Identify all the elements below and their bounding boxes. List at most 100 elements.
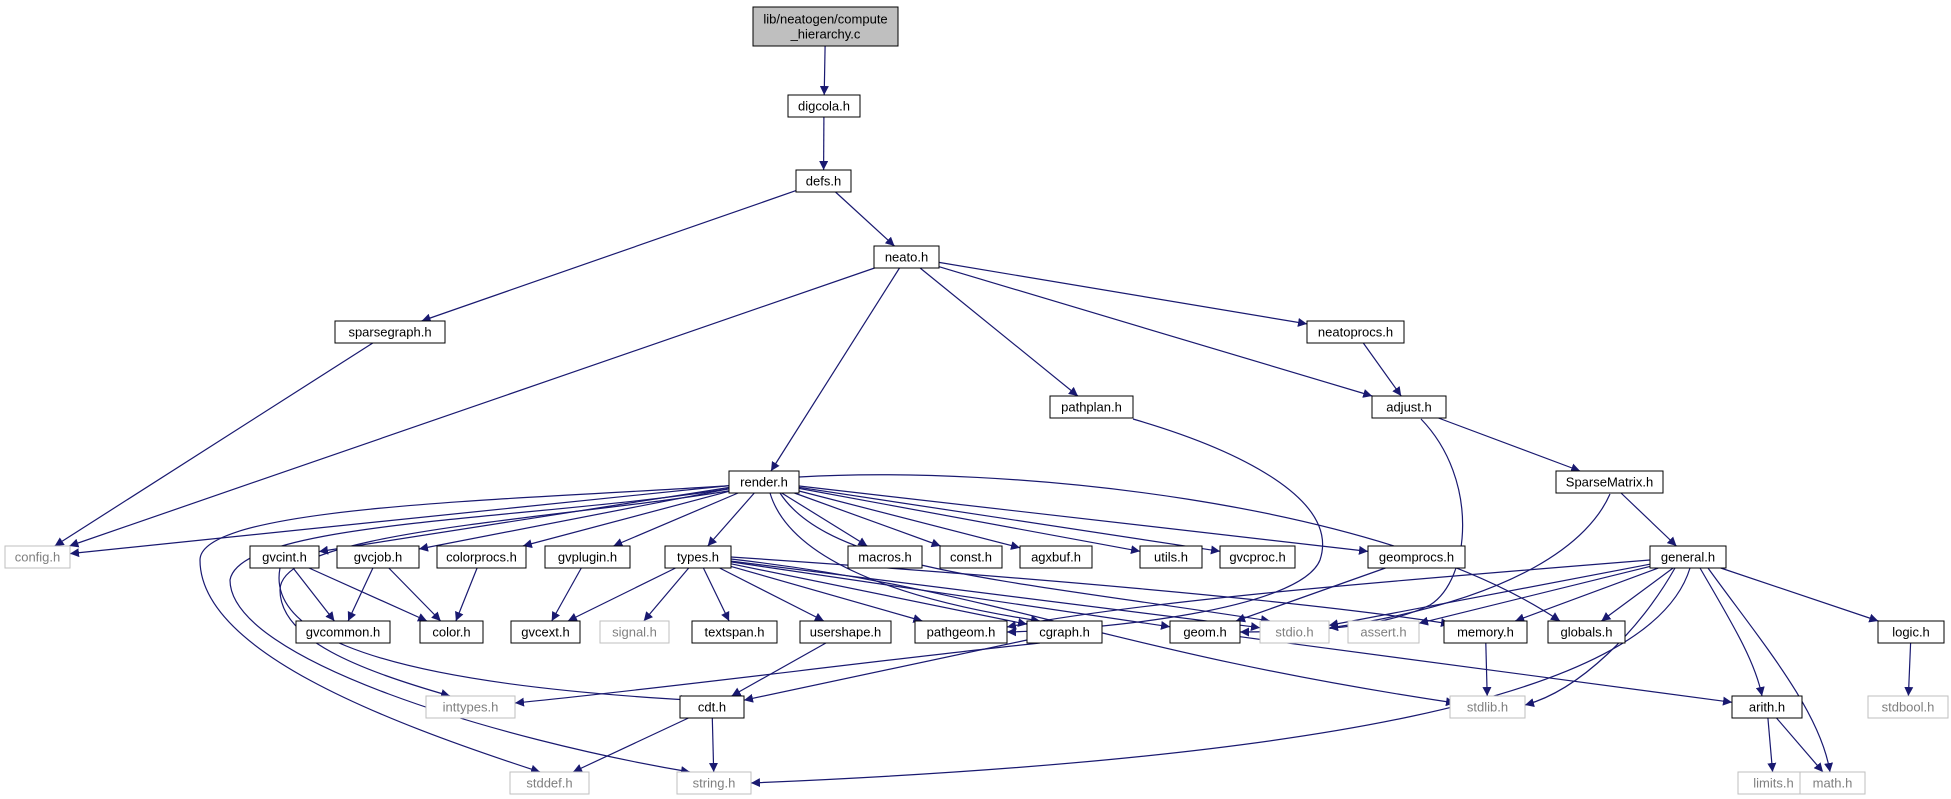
node-geomprocs[interactable]: geomprocs.h	[1367, 545, 1466, 569]
edge-render-to-gvplugin	[613, 492, 739, 547]
node-neato[interactable]: neato.h	[873, 245, 940, 269]
node-box	[425, 695, 516, 719]
node-box	[1547, 620, 1626, 644]
edge-defs-to-sparsegraph	[421, 190, 797, 323]
node-label: gvplugin.h	[558, 550, 617, 565]
node-geom[interactable]: geom.h	[1169, 620, 1241, 644]
node-sparsegraph[interactable]: sparsegraph.h	[334, 320, 446, 344]
edge-cdt-to-stddef	[572, 717, 689, 773]
node-label: string.h	[693, 776, 736, 791]
node-box	[544, 545, 631, 569]
node-adjust[interactable]: adjust.h	[1371, 395, 1447, 419]
node-box	[436, 545, 527, 569]
node-gvcproc[interactable]: gvcproc.h	[1219, 545, 1296, 569]
edge-general-to-pathgeom	[1006, 559, 1651, 630]
node-cgraph[interactable]: cgraph.h	[1026, 620, 1103, 644]
node-digcola[interactable]: digcola.h	[787, 94, 861, 118]
edge-usershape-to-cdt	[731, 642, 827, 697]
node-box	[676, 771, 752, 795]
edge-render-to-colorprocs	[522, 490, 730, 549]
edge-geomprocs-to-geom	[1235, 567, 1386, 623]
node-box	[1169, 620, 1241, 644]
edge-general-to-math	[1707, 567, 1834, 773]
edge-gvcint-to-color	[308, 567, 428, 622]
node-types[interactable]: types.h	[664, 545, 732, 569]
edge-types-to-signal	[643, 567, 690, 622]
edge-gvcjob-to-gvcommon	[347, 567, 374, 622]
node-color[interactable]: color.h	[419, 620, 484, 644]
node-pathplan[interactable]: pathplan.h	[1049, 395, 1134, 419]
node-label: stdio.h	[1275, 625, 1313, 640]
node-box	[1139, 545, 1203, 569]
edge-types-to-gvcext	[567, 567, 676, 622]
node-box	[847, 545, 923, 569]
node-box	[1259, 620, 1330, 644]
edge-pathplan-to-pathgeom	[1006, 418, 1323, 637]
node-label: render.h	[740, 475, 788, 490]
node-box	[599, 620, 670, 644]
node-neatoprocs[interactable]: neatoprocs.h	[1306, 320, 1405, 344]
edge-gvcint-to-cdt	[278, 567, 691, 704]
node-gvcext[interactable]: gvcext.h	[510, 620, 581, 644]
node-label: SparseMatrix.h	[1566, 475, 1653, 490]
node-gvcommon[interactable]: gvcommon.h	[295, 620, 391, 644]
node-gvplugin[interactable]: gvplugin.h	[544, 545, 631, 569]
edge-colorprocs-to-color	[455, 567, 478, 622]
node-label: utils.h	[1154, 550, 1188, 565]
node-globals[interactable]: globals.h	[1547, 620, 1626, 644]
node-pathgeom[interactable]: pathgeom.h	[914, 620, 1008, 644]
node-label: textspan.h	[705, 625, 765, 640]
edge-types-to-memory	[730, 556, 1451, 628]
node-macros[interactable]: macros.h	[847, 545, 923, 569]
node-arith[interactable]: arith.h	[1731, 695, 1803, 719]
edge-render-to-const	[794, 492, 941, 548]
edge-general-to-assert	[1418, 565, 1651, 626]
edge-memory-to-stdlib	[1482, 642, 1492, 697]
node-limits: limits.h	[1737, 771, 1810, 795]
edge-adjust-to-sparsematrix	[1438, 417, 1581, 473]
edge-neato-to-config	[69, 267, 875, 548]
node-utils[interactable]: utils.h	[1139, 545, 1203, 569]
edge-defs-to-neato	[835, 191, 895, 247]
node-textspan[interactable]: textspan.h	[691, 620, 778, 644]
node-stdio: stdio.h	[1259, 620, 1330, 644]
node-label: gvcproc.h	[1229, 550, 1285, 565]
node-box	[510, 620, 581, 644]
node-logic[interactable]: logic.h	[1877, 620, 1945, 644]
edge-types-to-pathgeom	[730, 565, 923, 623]
node-box	[1219, 545, 1296, 569]
node-box	[795, 169, 852, 193]
node-sparsematrix[interactable]: SparseMatrix.h	[1555, 470, 1664, 494]
edge-render-to-string	[229, 486, 741, 775]
node-gvcint[interactable]: gvcint.h	[249, 545, 320, 569]
node-render[interactable]: render.h	[728, 470, 800, 494]
node-gvcjob[interactable]: gvcjob.h	[336, 545, 420, 569]
node-const[interactable]: const.h	[939, 545, 1003, 569]
edge-render-to-gvcint	[318, 486, 730, 555]
node-label: pathplan.h	[1061, 400, 1122, 415]
node-box	[295, 620, 391, 644]
node-cdt[interactable]: cdt.h	[679, 695, 745, 719]
node-memory[interactable]: memory.h	[1443, 620, 1528, 644]
node-label: inttypes.h	[443, 700, 499, 715]
edge-render-to-types	[707, 492, 755, 547]
node-root[interactable]: lib/neatogen/compute_hierarchy.c	[752, 6, 899, 47]
node-label: globals.h	[1560, 625, 1612, 640]
node-box	[1026, 620, 1103, 644]
node-colorprocs[interactable]: colorprocs.h	[436, 545, 527, 569]
node-label: neatoprocs.h	[1318, 325, 1393, 340]
node-usershape[interactable]: usershape.h	[799, 620, 892, 644]
node-box	[1555, 470, 1664, 494]
node-box	[4, 545, 71, 569]
nodes-layer: lib/neatogen/compute_hierarchy.c digcola.…	[4, 6, 1949, 795]
node-label: gvcint.h	[262, 550, 307, 565]
node-config: config.h	[4, 545, 71, 569]
node-agxbuf[interactable]: agxbuf.h	[1019, 545, 1093, 569]
node-box	[1443, 620, 1528, 644]
edge-logic-to-stdbool	[1904, 642, 1914, 697]
node-label: adjust.h	[1386, 400, 1432, 415]
node-defs[interactable]: defs.h	[795, 169, 852, 193]
node-label: math.h	[1813, 776, 1853, 791]
node-general[interactable]: general.h	[1649, 545, 1727, 569]
